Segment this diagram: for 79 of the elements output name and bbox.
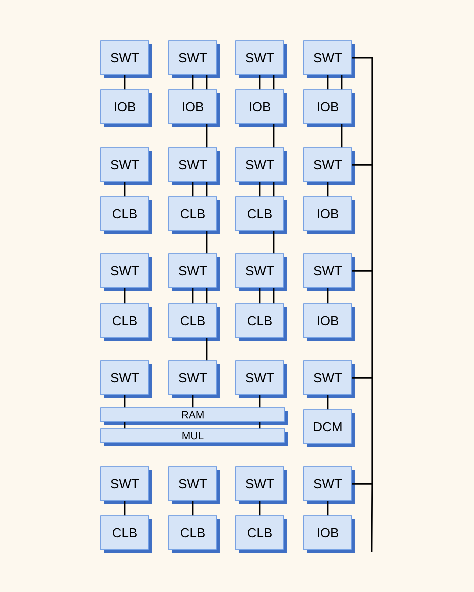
- logic-block: SWT: [100, 148, 152, 185]
- logic-block: CLB: [236, 516, 287, 553]
- connector-line: [259, 288, 261, 304]
- connector-line: [192, 182, 194, 197]
- logic-block: SWT: [168, 40, 220, 78]
- logic-block: CLB: [100, 196, 152, 234]
- connector-line: [327, 395, 329, 410]
- connector-line: [327, 501, 329, 516]
- connector-line: [124, 75, 126, 90]
- connector-line: [206, 124, 208, 148]
- logic-block: CLB: [236, 196, 287, 234]
- logic-block: CLB: [100, 516, 152, 553]
- logic-block: SWT: [236, 466, 287, 504]
- logic-block: SWT: [100, 466, 152, 504]
- logic-block: CLB: [168, 304, 220, 341]
- logic-block: RAM: [100, 408, 288, 425]
- logic-block: DCM: [304, 410, 355, 447]
- connector-line: [259, 75, 261, 90]
- logic-block: SWT: [168, 148, 220, 185]
- connector-line: [273, 75, 275, 90]
- connector-line: [192, 75, 194, 90]
- connector-line: [124, 288, 126, 304]
- connector-line: [273, 124, 275, 148]
- connector-line: [341, 124, 343, 148]
- connector-line: [206, 75, 208, 90]
- logic-block: SWT: [236, 40, 287, 78]
- connector-line: [259, 501, 261, 516]
- connector-line: [206, 288, 208, 304]
- connector-line: [206, 338, 208, 361]
- logic-block: IOB: [236, 90, 287, 127]
- logic-block: SWT: [304, 360, 355, 398]
- connector-line: [259, 182, 261, 197]
- logic-block: IOB: [304, 304, 355, 341]
- logic-block: MUL: [100, 428, 288, 446]
- logic-block: CLB: [236, 304, 287, 341]
- connector-line: [327, 288, 329, 304]
- logic-block: SWT: [304, 466, 355, 504]
- connector-line: [273, 231, 275, 254]
- logic-block: SWT: [168, 254, 220, 291]
- connector-line: [124, 182, 126, 197]
- logic-block: CLB: [100, 304, 152, 341]
- connector-line: [352, 483, 374, 552]
- logic-block: CLB: [168, 516, 220, 553]
- logic-block: SWT: [236, 360, 287, 398]
- connector-line: [206, 182, 208, 197]
- connector-line: [273, 182, 275, 197]
- logic-block: IOB: [304, 516, 355, 553]
- logic-block: IOB: [100, 90, 152, 127]
- connector-line: [352, 164, 374, 272]
- logic-block: SWT: [100, 254, 152, 291]
- connector-line: [192, 501, 194, 516]
- connector-line: [327, 182, 329, 197]
- connector-line: [259, 395, 261, 408]
- logic-block: SWT: [236, 148, 287, 185]
- connector-line: [273, 288, 275, 304]
- connector-line: [352, 270, 374, 379]
- logic-block: SWT: [304, 254, 355, 291]
- logic-block: CLB: [168, 196, 220, 234]
- connector-line: [124, 422, 126, 429]
- connector-line: [192, 288, 194, 304]
- logic-block: IOB: [168, 90, 220, 127]
- connector-line: [352, 377, 374, 485]
- connector-line: [341, 75, 343, 90]
- connector-line: [192, 395, 194, 408]
- connector-line: [352, 57, 374, 166]
- logic-block: SWT: [236, 254, 287, 291]
- logic-block: SWT: [168, 466, 220, 504]
- connector-line: [206, 231, 208, 254]
- logic-block: IOB: [304, 90, 355, 127]
- connector-line: [124, 395, 126, 408]
- connector-line: [327, 75, 329, 90]
- logic-block: SWT: [100, 40, 152, 78]
- connector-line: [259, 422, 261, 429]
- logic-block: SWT: [304, 40, 355, 78]
- logic-block: SWT: [168, 360, 220, 398]
- logic-block: SWT: [304, 148, 355, 185]
- logic-block: IOB: [304, 196, 355, 234]
- logic-block: SWT: [100, 360, 152, 398]
- connector-line: [124, 501, 126, 516]
